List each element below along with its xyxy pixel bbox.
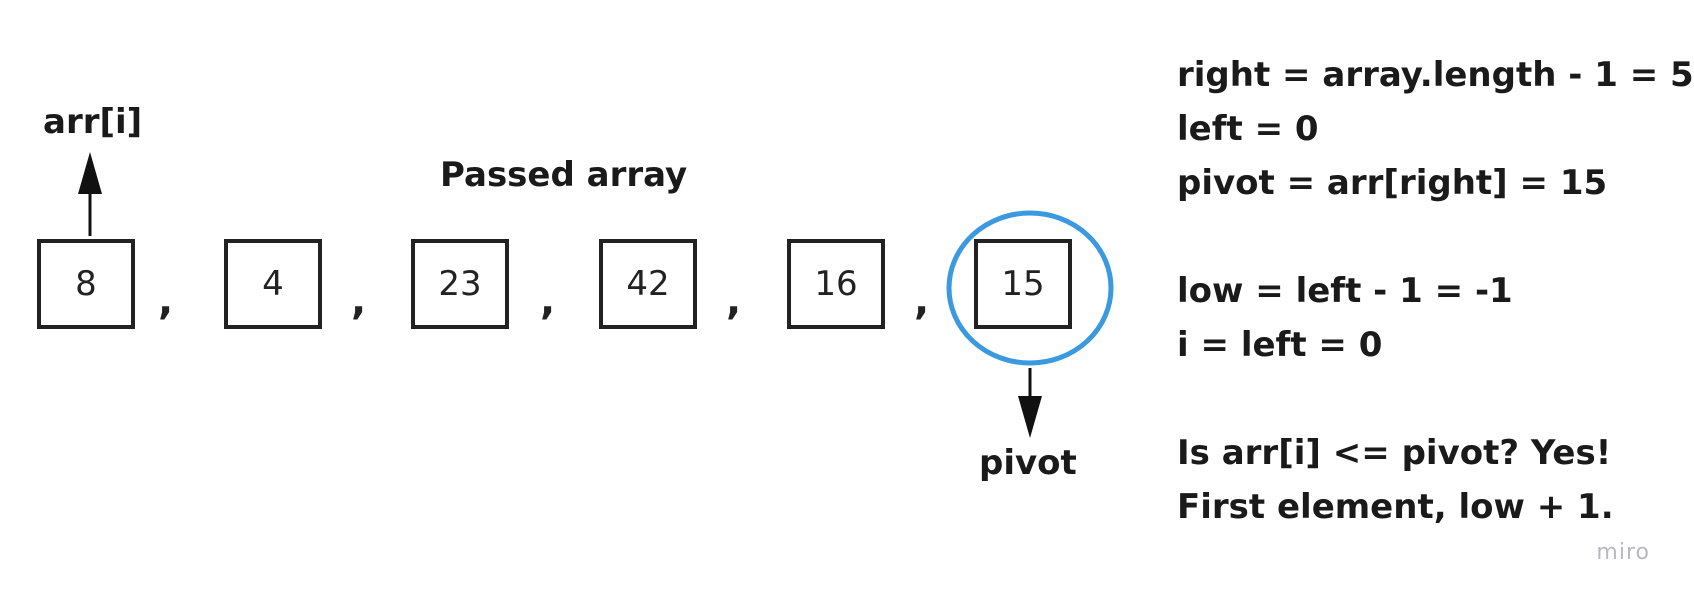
array-separator: , xyxy=(540,278,556,324)
array-separator: , xyxy=(726,278,742,324)
note-spacer xyxy=(1177,372,1694,426)
note-line: low = left - 1 = -1 xyxy=(1177,271,1513,311)
array-cell: 16 xyxy=(787,239,885,329)
note-spacer xyxy=(1177,210,1694,264)
array-cell: 4 xyxy=(224,239,322,329)
arrow-up-head xyxy=(78,152,102,194)
note-line: First element, low + 1. xyxy=(1177,487,1614,527)
array-separator: , xyxy=(158,278,174,324)
pivot-label: pivot xyxy=(979,443,1077,483)
note-line: i = left = 0 xyxy=(1177,325,1383,365)
pointer-label: arr[i] xyxy=(43,102,143,142)
note-line: right = array.length - 1 = 5 xyxy=(1177,55,1694,95)
array-separator: , xyxy=(914,278,930,324)
note-line: Is arr[i] <= pivot? Yes! xyxy=(1177,433,1612,473)
array-separator: , xyxy=(351,278,367,324)
pivot-highlight-circle xyxy=(946,210,1114,366)
array-title: Passed array xyxy=(440,155,688,195)
array-cell: 8 xyxy=(37,239,135,329)
note-line: pivot = arr[right] = 15 xyxy=(1177,163,1608,203)
array-cell-pivot: 15 xyxy=(974,239,1072,329)
array-cell: 42 xyxy=(599,239,697,329)
note-line: left = 0 xyxy=(1177,109,1319,149)
explanation-notes: right = array.length - 1 = 5 left = 0 pi… xyxy=(1177,48,1694,534)
array-cell: 23 xyxy=(411,239,509,329)
miro-watermark: miro xyxy=(1596,540,1650,565)
arrow-down-head xyxy=(1018,396,1042,438)
